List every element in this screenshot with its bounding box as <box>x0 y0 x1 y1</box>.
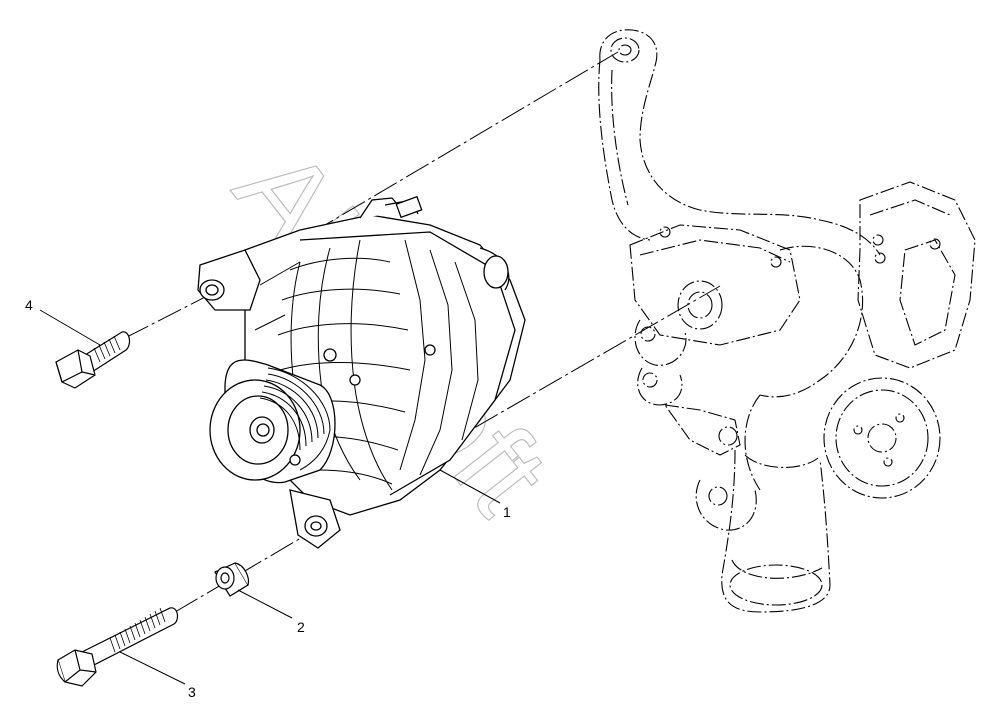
bolt-long <box>56 607 179 687</box>
callout-labels: 4 1 2 3 <box>25 297 511 700</box>
bolt-short <box>55 331 131 389</box>
leader-3 <box>119 651 186 685</box>
leader-1 <box>439 469 501 504</box>
callout-1: 1 <box>503 504 511 520</box>
callout-4: 4 <box>25 297 33 313</box>
leader-lines <box>39 309 501 685</box>
callout-3: 3 <box>188 684 196 700</box>
engine-bracket-housing <box>598 29 976 613</box>
leader-4 <box>39 309 101 346</box>
callout-2: 2 <box>297 619 305 635</box>
leader-2 <box>237 589 293 619</box>
spacer-sleeve <box>214 562 250 597</box>
alternator <box>197 195 526 549</box>
